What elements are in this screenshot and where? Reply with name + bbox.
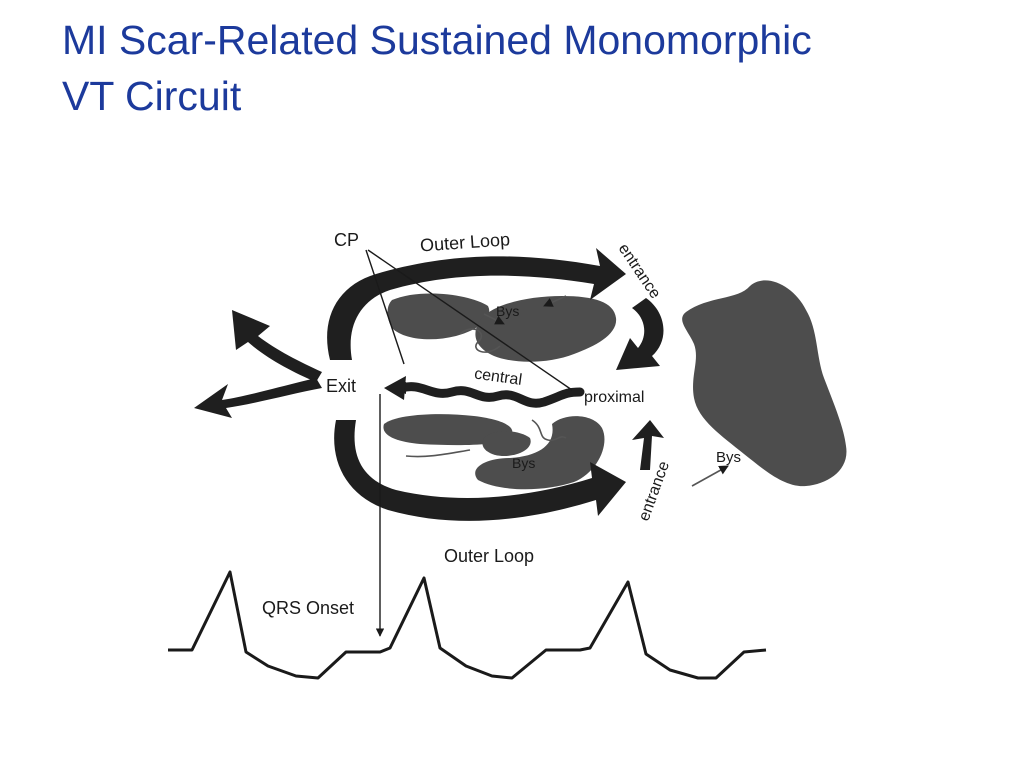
scar-upper-left	[387, 293, 490, 340]
label-bys-right: Bys	[716, 449, 741, 466]
bystander-path-mid	[531, 419, 567, 442]
label-outer-loop-top: Outer Loop	[419, 229, 510, 255]
scar-upper-right	[475, 296, 617, 362]
exit-arrow-upper	[232, 310, 322, 382]
circuit-arrows	[194, 248, 664, 521]
scar-large-right	[682, 280, 847, 487]
label-proximal: proximal	[584, 389, 644, 406]
scar-lower-right	[475, 416, 605, 490]
central-isthmus-arrow	[397, 382, 585, 408]
bystander-paths	[405, 295, 729, 487]
entrance-bottom-arrow	[632, 420, 664, 470]
label-bys-bottom: Bys	[512, 455, 535, 471]
bystander-path-low	[405, 449, 471, 458]
label-qrs-onset: QRS Onset	[262, 598, 354, 618]
cp-pointer-left	[365, 249, 405, 365]
bystander-arrow-right	[691, 465, 729, 487]
scar-lower-left	[383, 414, 513, 446]
bystander-arrow-top	[543, 295, 567, 307]
label-outer-loop-bottom: Outer Loop	[444, 546, 534, 566]
pointer-lines	[365, 249, 573, 637]
bystander-arrow-mid	[483, 313, 505, 325]
outer-loop-bottom-arrow	[334, 420, 626, 521]
label-bys-top: Bys	[496, 303, 519, 319]
cp-pointer-right	[367, 249, 573, 391]
exit-arrow-lower	[194, 378, 322, 418]
label-exit: Exit	[326, 376, 356, 396]
entrance-top-arrow	[616, 298, 664, 370]
slide-title-line-1: MI Scar-Related Sustained Monomorphic	[62, 17, 812, 63]
ecg-trace	[168, 570, 767, 680]
scar-regions	[383, 280, 847, 490]
central-arrowhead	[384, 376, 406, 400]
slide-title-line-2: VT Circuit	[62, 73, 242, 119]
slide-title: MI Scar-Related Sustained Monomorphic VT…	[62, 12, 992, 124]
outer-loop-top-arrow	[327, 248, 626, 360]
label-cp: CP	[334, 230, 359, 250]
bystander-path-top	[459, 328, 501, 353]
label-central: central	[473, 365, 523, 389]
scar-lower-center	[482, 431, 531, 456]
